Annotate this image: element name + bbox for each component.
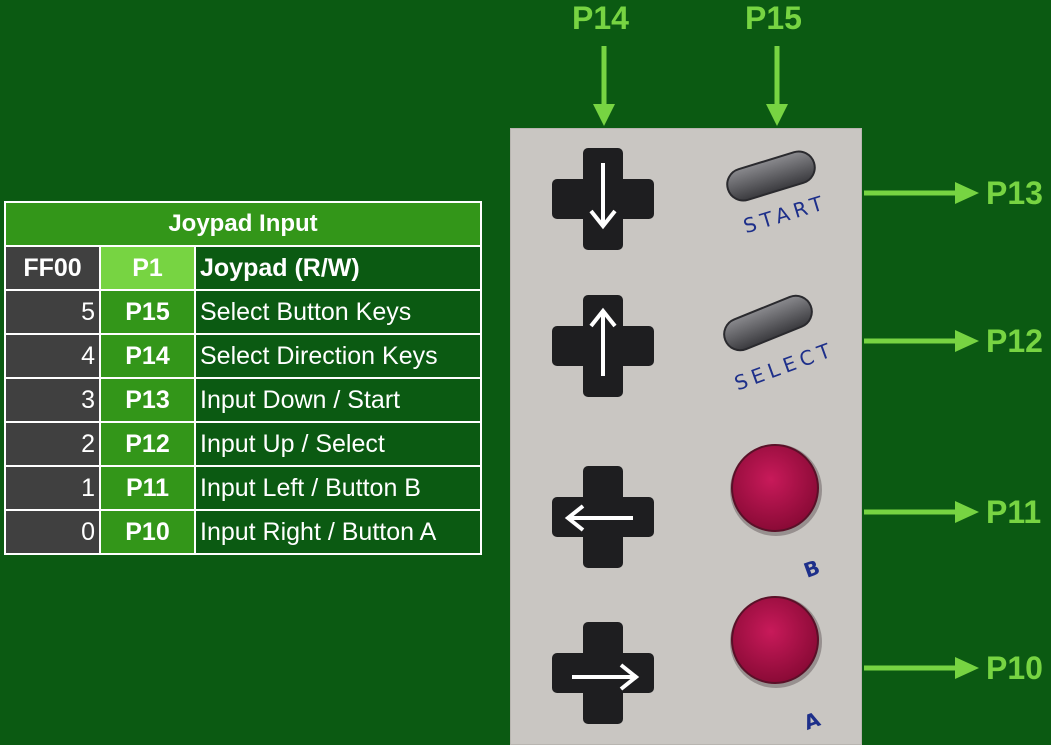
pin-label-p14: P14 (572, 0, 629, 36)
pin-arrow-p11 (864, 501, 979, 523)
pin-description: Select Direction Keys (194, 333, 482, 379)
dpad-right-icon[interactable] (552, 622, 654, 724)
dpad-up-icon[interactable] (552, 295, 654, 397)
pin-description: Input Right / Button A (194, 509, 482, 555)
pin-label-p11: P11 (986, 494, 1042, 530)
dpad-down-icon[interactable] (552, 148, 654, 250)
table-row: 3 P13 Input Down / Start (4, 377, 482, 423)
pin-label-p12: P12 (986, 323, 1043, 359)
pin-arrow-p10 (864, 657, 979, 679)
pin-arrow-p14 (593, 46, 615, 126)
pin-description: Input Left / Button B (194, 465, 482, 511)
pin-description: Input Down / Start (194, 377, 482, 423)
select-button[interactable] (719, 291, 816, 355)
start-button[interactable] (723, 148, 818, 205)
bit-number: 3 (4, 377, 101, 423)
pin-label-p15: P15 (745, 0, 802, 36)
pin-arrow-p13 (864, 182, 979, 204)
a-button[interactable] (730, 596, 822, 688)
bit-number: 5 (4, 289, 101, 335)
b-button[interactable] (730, 444, 822, 536)
table-row: 2 P12 Input Up / Select (4, 421, 482, 467)
register-name: P1 (99, 245, 196, 291)
bit-number: 0 (4, 509, 101, 555)
pin-name: P14 (99, 333, 196, 379)
pin-arrow-p12 (864, 330, 979, 352)
bit-number: 1 (4, 465, 101, 511)
pin-description: Select Button Keys (194, 289, 482, 335)
joypad-register-table: Joypad Input FF00 P1 Joypad (R/W) 5 P15 … (4, 201, 482, 555)
register-description: Joypad (R/W) (194, 245, 482, 291)
dpad-left-icon[interactable] (552, 466, 654, 568)
pin-name: P10 (99, 509, 196, 555)
register-address: FF00 (4, 245, 101, 291)
pin-label-p10: P10 (986, 650, 1043, 686)
pin-arrow-p15 (766, 46, 788, 126)
table-row: 0 P10 Input Right / Button A (4, 509, 482, 555)
pin-description: Input Up / Select (194, 421, 482, 467)
bit-number: 4 (4, 333, 101, 379)
pin-label-p13: P13 (986, 175, 1043, 211)
pin-name: P15 (99, 289, 196, 335)
pin-name: P12 (99, 421, 196, 467)
table-row: 5 P15 Select Button Keys (4, 289, 482, 335)
table-header-row: FF00 P1 Joypad (R/W) (4, 245, 482, 291)
table-title: Joypad Input (4, 201, 482, 247)
pin-name: P11 (99, 465, 196, 511)
table-row: 1 P11 Input Left / Button B (4, 465, 482, 511)
table-row: 4 P14 Select Direction Keys (4, 333, 482, 379)
pin-name: P13 (99, 377, 196, 423)
bit-number: 2 (4, 421, 101, 467)
